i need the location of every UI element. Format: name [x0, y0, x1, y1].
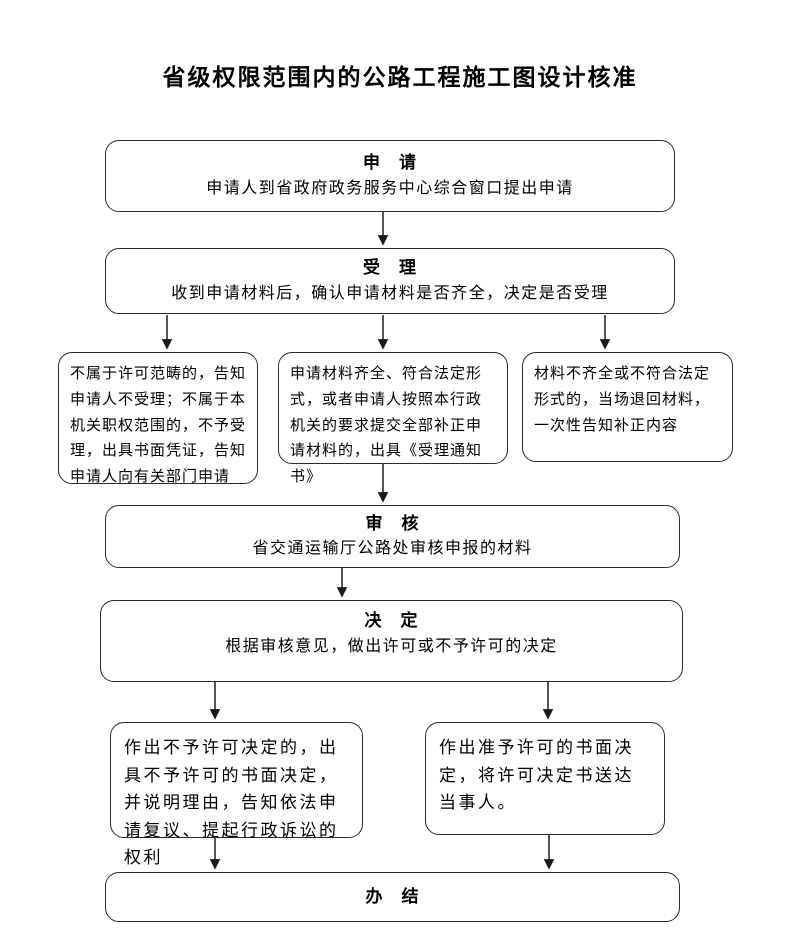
decision-desc: 根据审核意见，做出许可或不予许可的决定 [225, 637, 558, 655]
page-title: 省级权限范围内的公路工程施工图设计核准 [162, 64, 638, 90]
flow-node-decision: 决 定 根据审核意见，做出许可或不予许可的决定 [100, 600, 683, 682]
deny-decision-text: 作出不予许可决定的，出具不予许可的书面决定，并说明理由，告知依法申请复议、提起行… [124, 738, 339, 868]
accepted-notice-text: 申请材料齐全、符合法定形式，或者申请人按照本行政机关的要求提交全部补正申请材料的… [290, 366, 483, 486]
flow-node-not-accepted: 不属于许可范畴的，告知申请人不受理；不属于本机关职权范围的，不予受理，出具书面凭… [58, 352, 258, 485]
grant-decision-text: 作出准予许可的书面决定，将许可决定书送达当事人。 [439, 738, 634, 813]
decision-title: 决 定 [364, 611, 419, 631]
flow-node-return-materials: 材料不齐全或不符合法定形式的，当场退回材料，一次性告知补正内容 [522, 352, 733, 462]
accept-title: 受 理 [363, 258, 417, 278]
flow-node-complete: 办 结 [105, 872, 680, 922]
flow-node-apply: 申 请 申请人到省政府政务服务中心综合窗口提出申请 [105, 140, 675, 212]
review-title: 审 核 [365, 513, 420, 533]
flow-node-review: 审 核 省交通运输厅公路处审核申报的材料 [105, 505, 680, 568]
review-desc: 省交通运输厅公路处审核申报的材料 [252, 540, 533, 558]
flow-node-grant-decision: 作出准予许可的书面决定，将许可决定书送达当事人。 [425, 722, 665, 835]
flow-node-deny-decision: 作出不予许可决定的，出具不予许可的书面决定，并说明理由，告知依法申请复议、提起行… [110, 722, 363, 867]
flow-node-accept: 受 理 收到申请材料后，确认申请材料是否齐全，决定是否受理 [105, 248, 675, 314]
flow-node-accepted-notice: 申请材料齐全、符合法定形式，或者申请人按照本行政机关的要求提交全部补正申请材料的… [278, 352, 508, 485]
not-accepted-text: 不属于许可范畴的，告知申请人不受理；不属于本机关职权范围的，不予受理，出具书面凭… [70, 366, 247, 486]
apply-title: 申 请 [363, 153, 417, 173]
return-materials-text: 材料不齐全或不符合法定形式的，当场退回材料，一次性告知补正内容 [534, 366, 711, 434]
complete-title: 办 结 [365, 887, 420, 907]
accept-desc: 收到申请材料后，确认申请材料是否齐全，决定是否受理 [171, 284, 609, 302]
apply-desc: 申请人到省政府政务服务中心综合窗口提出申请 [206, 179, 574, 197]
